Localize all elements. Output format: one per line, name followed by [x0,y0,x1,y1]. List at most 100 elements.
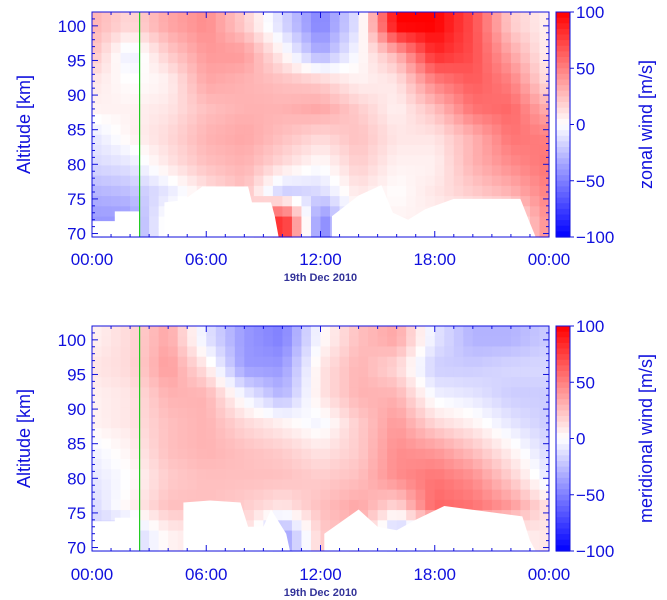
heatmap-cell [434,438,445,450]
heatmap-cell [92,356,103,368]
heatmap-cell [177,530,188,542]
heatmap-cell [310,377,322,388]
heatmap-cell [377,336,388,348]
heatmap-cell [387,499,398,511]
heatmap-cell [158,499,169,511]
heatmap-cell [444,114,455,126]
colorbar-segment [556,342,570,350]
heatmap-cell [387,63,398,74]
heatmap-cell [463,387,474,399]
heatmap-cell [196,479,207,491]
heatmap-cell [434,155,445,167]
heatmap-cell [339,479,350,491]
heatmap-cell [349,326,360,337]
data-gap [92,517,140,551]
heatmap-cell [434,336,445,348]
colorbar-segment [556,393,570,400]
heatmap-cell [187,144,198,156]
heatmap-cell [358,63,369,74]
heatmap-cell [139,510,150,521]
heatmap-cell [482,12,493,23]
heatmap-cell [225,83,236,95]
heatmap-cell [425,32,436,44]
heatmap-cell [120,42,131,54]
heatmap-cell [368,428,379,440]
heatmap-cell [111,489,122,501]
heatmap-cell [330,52,341,64]
heatmap-cell [444,144,455,156]
x-tick-label: 00:00 [71,565,114,584]
heatmap-cell [301,22,312,34]
colorbar-tick-label: −100 [576,228,614,247]
heatmap-cell [282,469,293,481]
heatmap-cell [101,42,112,54]
heatmap-cell [529,63,541,74]
heatmap-cell [472,165,483,177]
heatmap-cell [529,530,541,542]
heatmap-cell [330,155,341,167]
heatmap-cell [92,144,103,156]
heatmap-cell [158,520,169,532]
heatmap-cell [358,479,369,491]
heatmap-cell [539,499,550,511]
heatmap-cell [253,196,264,207]
heatmap-cell [320,469,331,481]
heatmap-cell [272,216,284,228]
heatmap-cell [330,206,341,218]
heatmap-cell [453,346,464,358]
heatmap-cell [92,93,103,105]
heatmap-cell [453,93,464,105]
heatmap-cell [349,346,360,358]
heatmap-cell [111,165,122,177]
heatmap-cell [368,499,379,511]
heatmap-cell [320,52,331,64]
heatmap-cell [168,520,179,532]
heatmap-cell [310,540,322,552]
heatmap-cell [482,73,493,85]
heatmap-cell [310,458,322,470]
heatmap-cell [349,366,360,378]
heatmap-cell [244,63,255,74]
heatmap-cell [491,22,502,34]
heatmap-cell [320,356,331,368]
colorbar-segment [556,455,570,462]
heatmap-cell [539,418,550,429]
heatmap-cell [234,346,245,358]
heatmap-cell [377,73,388,85]
heatmap-cell [320,144,331,156]
heatmap-cell [482,124,493,136]
heatmap-cell [291,114,303,126]
heatmap-cell [139,104,150,115]
heatmap-cell [377,366,388,378]
data-gap [331,185,536,237]
heatmap-cell [406,12,417,23]
heatmap-cell [387,326,398,337]
heatmap-cell [529,479,541,491]
heatmap-cell [491,469,502,481]
heatmap-cell [310,185,322,197]
heatmap-cell [330,479,341,491]
heatmap-cell [139,165,150,177]
heatmap-cell [349,42,360,54]
heatmap-cell [520,397,531,409]
heatmap-cell [301,418,312,429]
heatmap-cell [396,366,407,378]
heatmap-cell [92,489,103,501]
data-gap [164,186,279,237]
heatmap-cell [415,377,426,388]
heatmap-cell [168,489,179,501]
heatmap-cell [434,489,445,501]
heatmap-cell [472,489,483,501]
heatmap-cell [444,104,455,115]
heatmap-cell [244,104,255,115]
heatmap-cell [396,418,407,429]
heatmap-cell [101,63,112,74]
heatmap-cell [215,356,226,368]
y-tick-label: 95 [67,365,86,384]
colorbar-segment [556,359,570,366]
heatmap-cell [349,175,360,187]
colorbar-segment [556,85,570,92]
heatmap-cell [282,83,293,95]
heatmap-cell [206,155,217,167]
heatmap-cell [130,52,141,64]
